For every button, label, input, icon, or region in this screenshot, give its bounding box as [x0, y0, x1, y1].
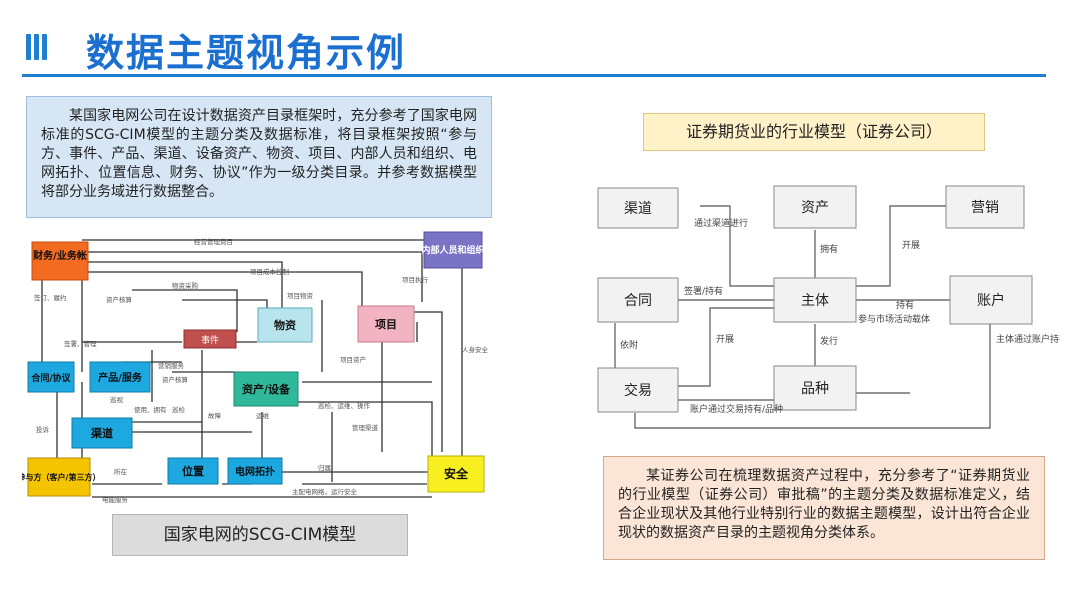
edge-account-product	[634, 324, 991, 429]
edge-label: 账户通过交易持有/品种	[690, 403, 783, 415]
edge-label: 项目物资	[287, 291, 314, 300]
edge-label: 资产核算	[162, 375, 189, 384]
edge-label: 发行	[820, 335, 838, 347]
edge-label: 主体通过账户持有/品种	[996, 333, 1060, 345]
edge-subject-marketing	[856, 205, 946, 287]
node-trade	[597, 367, 679, 413]
edge-label: 运维	[256, 411, 270, 420]
node-subject	[773, 277, 857, 323]
conn-line	[82, 251, 423, 302]
title-divider	[22, 74, 1046, 77]
edge-label: 巡检、运维、操作	[318, 401, 371, 410]
right-description-box: 某证券公司在梳理数据资产过程中，充分参考了“证券期货业的行业模型（证券公司）审批…	[603, 456, 1045, 560]
page-title: 数据主题视角示例	[86, 31, 407, 75]
node-internal-label: 内部人员和组织	[421, 244, 484, 256]
edge-label: 开展	[716, 334, 734, 345]
node-asset	[233, 371, 299, 407]
node-asset-label: 资产/设备	[242, 382, 291, 396]
conn-line	[402, 311, 443, 452]
node-contract-label: 合同	[624, 293, 652, 309]
node-party	[27, 457, 91, 497]
node-material	[257, 307, 313, 343]
securities-model-diagram: 渠道 资产 营销 合同 主体 账户 交易 品种 通过渠道进行 拥有 开展 签署/…	[597, 185, 1060, 429]
node-safety	[427, 455, 485, 493]
node-event-label: 事件	[201, 334, 219, 346]
node-product-label: 品种	[801, 381, 829, 397]
node-asset	[773, 185, 857, 229]
node-grid	[227, 457, 283, 485]
node-account-label: 账户	[977, 292, 1005, 309]
node-finance	[31, 241, 89, 281]
left-description-box: 某国家电网公司在设计数据资产目录框架时，充分参考了国家电网标准的SCG-CIM模…	[26, 96, 492, 218]
edge-label: 所在	[114, 467, 128, 476]
edge-label: 故障	[208, 411, 222, 420]
edge-label: 开展	[902, 240, 920, 251]
node-channel-label: 渠道	[91, 426, 113, 440]
node-safety-label: 安全	[444, 466, 469, 481]
edge-subject-trade	[662, 307, 774, 387]
edge-label: 项目资产	[340, 355, 367, 364]
conn-line	[82, 271, 363, 320]
edge-label: 使用、拥有	[134, 405, 167, 414]
node-marketing-label: 营销	[971, 200, 999, 216]
node-event	[183, 329, 237, 349]
edge-label: 通过渠道进行	[694, 217, 748, 229]
node-grid-label: 电网拓扑	[235, 465, 275, 478]
node-product-label: 产品/服务	[98, 371, 143, 384]
conn-line	[182, 299, 268, 310]
node-channel-label: 渠道	[624, 201, 652, 217]
node-contract-label: 合同/协议	[31, 372, 71, 384]
conn-line	[132, 289, 238, 332]
securities-caption: 证券期货业的行业模型（证券公司）	[643, 113, 985, 151]
edge-label: 依附	[620, 339, 638, 351]
node-project	[357, 305, 415, 343]
edge-label: 经营管理费目	[194, 237, 233, 246]
conn-line	[82, 261, 283, 310]
node-channel	[597, 187, 679, 229]
edge-label: 拥有	[820, 243, 838, 255]
node-project-label: 项目	[375, 318, 397, 331]
edge-label: 管理渠道	[352, 423, 379, 432]
title-bars-icon	[26, 34, 56, 60]
edge-label: 持有	[896, 299, 914, 311]
node-product	[89, 361, 151, 393]
edge-label: 巡检	[172, 405, 186, 414]
node-product	[773, 365, 857, 411]
node-location-label: 位置	[182, 464, 204, 478]
edge-label: 营销服务	[158, 361, 185, 370]
node-subject-label: 主体	[801, 293, 829, 309]
edge-label: 电能服务	[102, 495, 129, 504]
node-internal	[423, 231, 483, 269]
node-finance-label: 财务/业务帐	[32, 249, 87, 262]
node-contract	[27, 361, 75, 393]
node-asset-label: 资产	[801, 200, 829, 216]
node-party-label: 参与方（客户/第三方）	[22, 472, 100, 482]
edge-label: 主配电网络，运行安全	[292, 487, 358, 496]
edge-label: 签署/持有	[684, 285, 723, 297]
sgcc-cim-diagram: 经营管理费目 物资采购 项目成本控制 资产核算 项目物资 项目执行 签订、履约 …	[22, 231, 489, 504]
edge-label: 项目成本控制	[250, 267, 290, 276]
edge-label: 签署、管理	[64, 339, 97, 348]
node-contract	[597, 277, 679, 323]
edge-label: 物资采购	[172, 281, 199, 290]
conn-line	[292, 401, 433, 457]
node-channel	[71, 417, 133, 449]
edge-label: 人身安全	[462, 345, 489, 354]
edge-label: 投诉	[36, 425, 50, 434]
edge-label: 资产核算	[106, 295, 133, 304]
sgcc-caption: 国家电网的SCG-CIM模型	[112, 514, 408, 556]
node-material-label: 物资	[274, 318, 296, 332]
edge-channel-subject	[700, 205, 774, 287]
edge-label: 归属	[318, 463, 331, 472]
node-trade-label: 交易	[624, 382, 652, 399]
node-account	[949, 275, 1033, 325]
edge-label: 参与市场活动载体	[858, 313, 930, 325]
node-location	[167, 457, 219, 485]
edge-label: 签订、履约	[34, 293, 67, 302]
edge-label: 项目执行	[402, 275, 429, 284]
node-marketing	[945, 185, 1025, 229]
edge-label: 巡视	[110, 395, 124, 404]
